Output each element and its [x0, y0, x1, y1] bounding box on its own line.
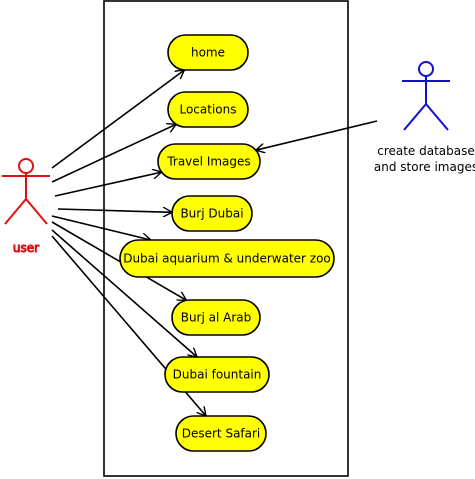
use-case-burj-al-arab[interactable]: Burj al Arab	[171, 299, 261, 336]
use-case-travel-images[interactable]: Travel Images	[157, 143, 261, 180]
admin-actor-left-leg	[403, 103, 427, 131]
use-case-dubai-fountain[interactable]: Dubai fountain	[164, 356, 270, 393]
use-case-travel-images-label: Travel Images	[166, 155, 250, 169]
system-boundary	[103, 0, 349, 477]
use-case-travel-images-shape	[157, 143, 261, 180]
admin-actor[interactable]: create database and store images	[374, 61, 475, 174]
use-case-burj-dubai-shape	[171, 195, 253, 232]
admin-actor-label-line-1: create database	[377, 144, 475, 158]
use-case-dubai-fountain-label: Dubai fountain	[173, 368, 262, 382]
association-user-to-home	[51, 70, 184, 169]
use-case-desert-safari[interactable]: Desert Safari	[175, 415, 267, 452]
use-case-burj-al-arab-shape	[171, 299, 261, 336]
use-case-burj-dubai-label: Burj Dubai	[180, 207, 243, 221]
use-case-desert-safari-shape	[175, 415, 267, 452]
association-user-to-burj-al-arab	[51, 221, 186, 300]
use-case-locations-shape	[167, 91, 249, 128]
user-actor-right-leg	[25, 198, 48, 225]
association-admin-to-travel-images	[256, 120, 378, 150]
use-case-desert-safari-label: Desert Safari	[182, 427, 261, 441]
use-case-home-label: home	[191, 46, 225, 60]
user-actor[interactable]: user	[2, 158, 50, 256]
use-case-home[interactable]: home	[167, 34, 249, 71]
use-case-locations[interactable]: Locations	[167, 91, 249, 128]
admin-actor-label-line-2: and store images	[374, 160, 475, 174]
use-case-dubai-fountain-shape	[164, 356, 270, 393]
user-actor-head	[18, 158, 34, 174]
admin-actor-head	[418, 61, 434, 77]
association-user-to-dubai-fountain	[51, 229, 197, 357]
use-case-burj-al-arab-label: Burj al Arab	[181, 311, 252, 325]
admin-actor-right-leg	[425, 103, 449, 131]
user-actor-label: user	[13, 241, 39, 255]
association-user-to-dubai-aquarium	[51, 215, 151, 240]
association-user-to-burj-dubai	[57, 209, 172, 212]
use-case-dubai-aquarium-shape	[119, 239, 335, 278]
use-case-burj-dubai[interactable]: Burj Dubai	[171, 195, 253, 232]
association-user-to-locations	[51, 124, 176, 183]
use-case-dubai-aquarium[interactable]: Dubai aquarium & underwater zoo	[119, 239, 335, 278]
use-case-dubai-aquarium-label: Dubai aquarium & underwater zoo	[123, 252, 331, 266]
association-user-to-travel-images	[54, 172, 162, 197]
use-case-locations-label: Locations	[179, 103, 236, 117]
user-actor-left-leg	[4, 198, 27, 225]
use-case-home-shape	[167, 34, 249, 71]
associations	[51, 70, 378, 416]
